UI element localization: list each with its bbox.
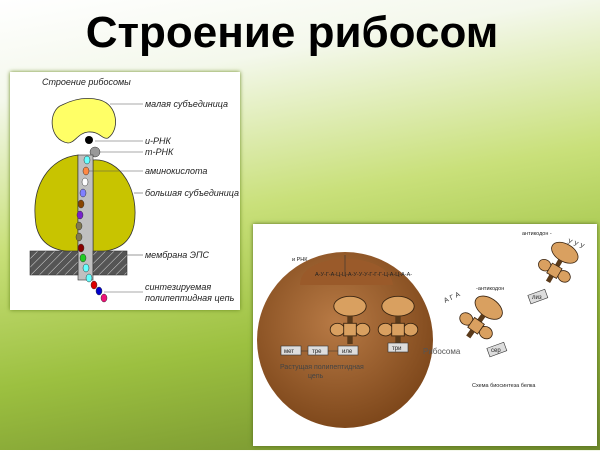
aa-tri: три — [392, 346, 401, 352]
label-polypeptide-1: синтезируемая — [145, 282, 211, 292]
label-trna: т-РНК — [145, 147, 174, 157]
aa-ile: иле — [342, 349, 353, 355]
aa-lys: лиз — [532, 295, 542, 301]
slide-title: Строение рибосом — [85, 8, 499, 57]
trna-aga — [452, 288, 510, 349]
aa-tre: тре — [312, 349, 322, 355]
label-amino-acid: аминокислота — [145, 166, 207, 176]
label-chain-2: цепь — [308, 373, 324, 380]
label-eps-membrane: мембрана ЭПС — [145, 250, 210, 260]
label-anticodon-2: -антикодон — [476, 286, 504, 292]
label-small-subunit: малая субъединица — [145, 99, 228, 109]
label-chain: Растущая полипептидная — [280, 364, 364, 371]
label-mrna: и-РНК — [145, 136, 172, 146]
small-subunit — [51, 97, 116, 144]
aa-ser: сер — [491, 348, 501, 354]
mrna-dot — [85, 136, 93, 144]
amino-acid-chain — [75, 155, 108, 303]
figure-title: Строение рибосомы — [42, 77, 131, 87]
label-polypeptide-2: полипептидная цепь — [145, 293, 235, 303]
label-large-subunit: большая субъединица — [145, 188, 239, 198]
label-ribosome: Рибосома — [423, 347, 461, 356]
eps-membrane — [29, 250, 79, 276]
protein-biosynthesis-figure: и РНК А-У-Г-А-Ц-Ц-А-У-У-У-Г-Г-Г-Ц-А-Ц-А-… — [253, 224, 597, 446]
amino-acid-boxes: мет тре иле три сер лиз — [280, 288, 549, 358]
codon-aga: А Г А — [443, 291, 462, 305]
mrna-sequence: А-У-Г-А-Ц-Ц-А-У-У-У-Г-Г-Г-Ц-А-Ц-А-А- — [315, 272, 412, 278]
figure-caption: Схема биосинтеза белка — [472, 383, 536, 389]
ribosome-structure-figure: Строение рибосомы малая субъединица и-РН… — [10, 72, 240, 310]
label-mrna: и РНК — [292, 257, 308, 263]
label-anticodon-1: антикодон - — [522, 231, 552, 237]
aa-met: мет — [284, 349, 294, 355]
ribosome — [257, 252, 433, 428]
large-subunit — [34, 154, 136, 253]
